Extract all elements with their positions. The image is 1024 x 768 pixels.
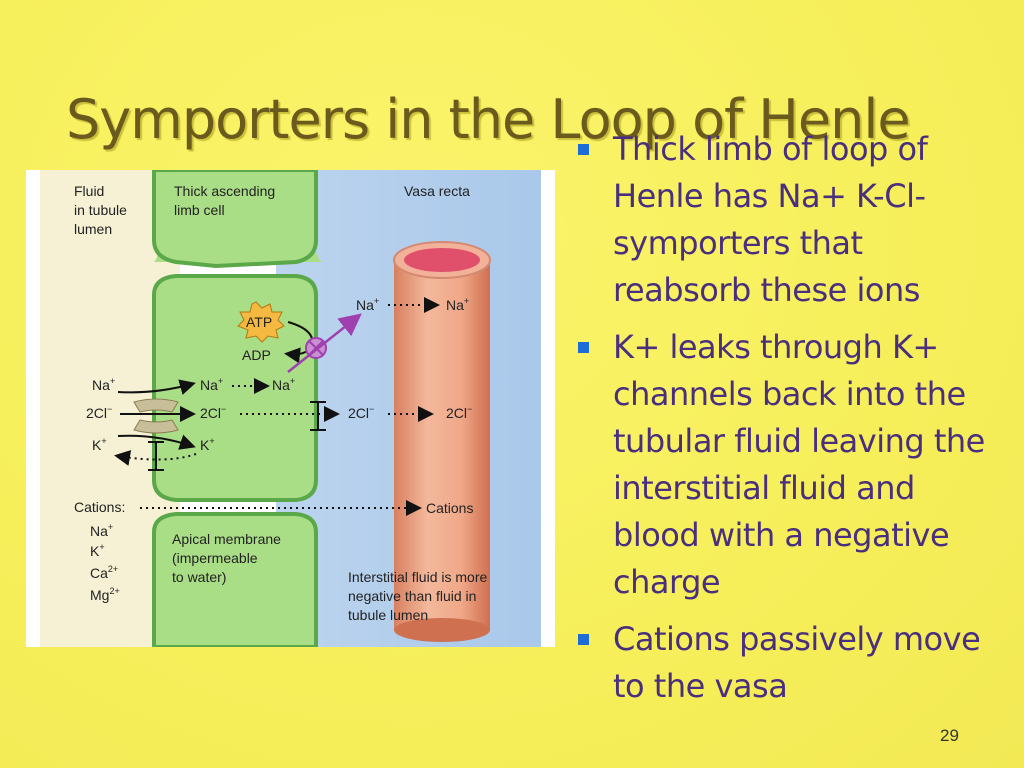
bullet-text: Thick limb of loop of Henle has Na+ K-Cl… [613, 130, 928, 309]
apical-label-1: Apical membrane [172, 531, 281, 547]
cation-ca: Ca2+ [90, 564, 118, 581]
k-symport-arrow [117, 434, 196, 450]
atp-burst [237, 301, 285, 343]
bullet-item: K+ leaks through K+ channels back into t… [578, 324, 988, 606]
symporter-top [133, 398, 179, 413]
atp-label: ATP [246, 314, 272, 330]
bullet-marker [578, 342, 589, 353]
bullet-marker [578, 144, 589, 155]
na-vessel-label: Na+ [446, 296, 469, 313]
apical-label-2: (impermeable [172, 550, 258, 566]
adp-label: ADP [242, 347, 271, 363]
na-interstitial-label: Na+ [356, 296, 379, 313]
cation-na: Na+ [90, 522, 113, 539]
na-lumen-label: Na+ [92, 376, 115, 393]
bullet-item: Cations passively move to the vasa [578, 616, 988, 710]
interstitial-label-1: Interstitial fluid is more [348, 569, 487, 585]
apical-label-3: to water) [172, 569, 226, 585]
vessel-bottom [394, 618, 490, 642]
page-number: 29 [940, 726, 959, 745]
cl-cell-label: 2Cl− [200, 404, 226, 421]
cation-mg: Mg2+ [90, 586, 120, 603]
k-leak-arrow [114, 450, 197, 466]
bullet-marker [578, 634, 589, 645]
cl-interstitial-label: 2Cl− [348, 404, 374, 421]
symporter-bottom [133, 419, 179, 434]
cations-vessel-label: Cations [426, 500, 473, 516]
bullet-list: Thick limb of loop of Henle has Na+ K-Cl… [578, 126, 988, 720]
vasa-recta-label: Vasa recta [404, 183, 470, 199]
cell-label-2: limb cell [174, 202, 225, 218]
na-cell-label-2: Na+ [272, 376, 295, 393]
cation-k: K+ [90, 542, 105, 559]
lumen-label-3: lumen [74, 221, 112, 237]
vessel-lumen [404, 248, 480, 272]
cl-vessel-label: 2Cl− [446, 404, 472, 421]
bullet-text: Cations passively move to the vasa [613, 620, 981, 705]
lumen-label-2: in tubule [74, 202, 127, 218]
cations-lumen-label: Cations: [74, 499, 125, 515]
interstitial-label-3: tubule lumen [348, 607, 428, 623]
cell-label-1: Thick ascending [174, 183, 275, 199]
k-cell-label: K+ [200, 436, 215, 453]
lower-cell-body [152, 512, 318, 647]
bullet-item: Thick limb of loop of Henle has Na+ K-Cl… [578, 126, 988, 314]
slide-title: Symporters in the Loop of Henle [66, 88, 911, 151]
k-lumen-label: K+ [92, 436, 107, 453]
lumen-label-1: Fluid [74, 183, 104, 199]
na-symport-arrow [117, 379, 196, 395]
loop-of-henle-figure: Fluid in tubule lumen Thick ascending li… [26, 170, 555, 647]
bullet-text: K+ leaks through K+ channels back into t… [613, 328, 985, 601]
upper-cell-body [152, 170, 318, 269]
cl-lumen-label: 2Cl− [86, 404, 112, 421]
na-cell-label: Na+ [200, 376, 223, 393]
pump-arrow [287, 313, 362, 373]
vasa-recta-vessel [394, 260, 490, 630]
interstitial-label-2: negative than fluid in [348, 588, 476, 604]
